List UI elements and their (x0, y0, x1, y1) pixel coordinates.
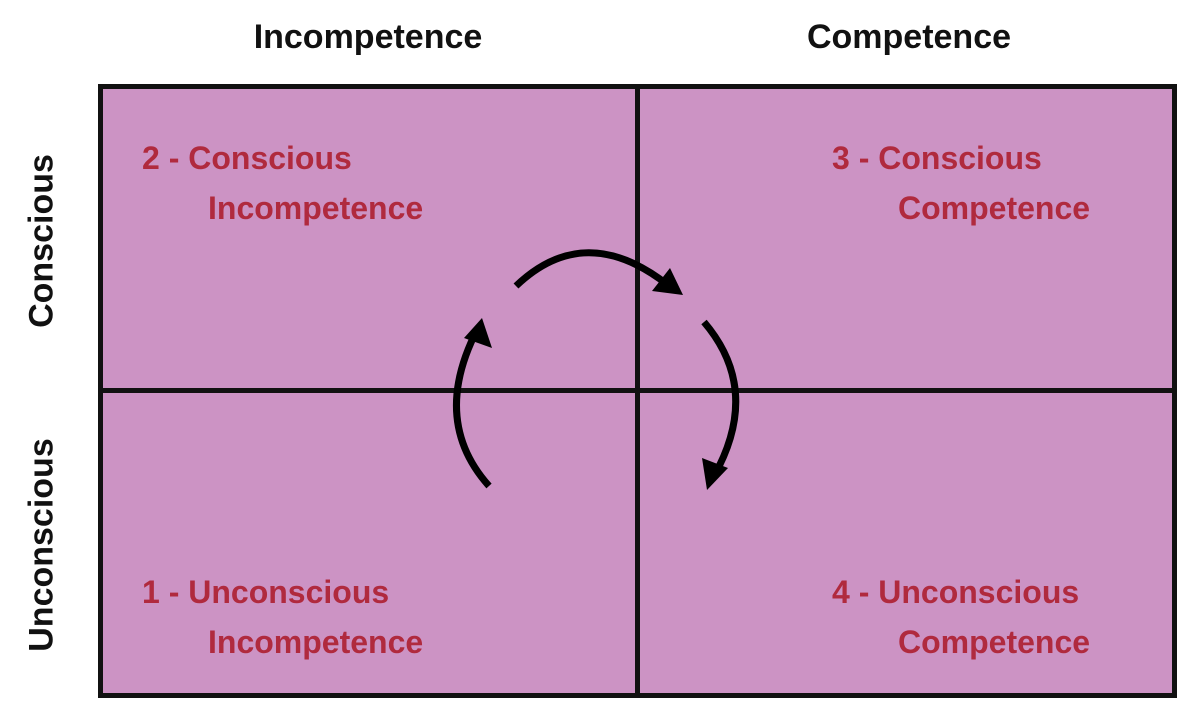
quadrant-1-label: 1 - Unconscious Incompetence (142, 567, 423, 667)
column-header-incompetence: Incompetence (253, 18, 483, 56)
horizontal-divider (98, 388, 1177, 393)
quadrant-1-line1: 1 - Unconscious (142, 574, 390, 610)
quadrant-2-line2: Incompetence (208, 190, 424, 226)
quadrant-4-line1: 4 - Unconscious (832, 574, 1080, 610)
quadrant-3-line2: Competence (898, 190, 1091, 226)
quadrant-3-line1: 3 - Conscious (832, 140, 1042, 176)
row-header-conscious: Conscious (22, 154, 61, 328)
quadrant-1-line2: Incompetence (208, 624, 424, 660)
column-header-competence: Competence (806, 18, 1012, 56)
quadrant-2-line1: 2 - Conscious (142, 140, 352, 176)
quadrant-3-label: 3 - Conscious Competence (832, 133, 1090, 233)
row-header-unconscious: Unconscious (22, 438, 61, 652)
quadrant-2-label: 2 - Conscious Incompetence (142, 133, 423, 233)
quadrant-4-label: 4 - Unconscious Competence (832, 567, 1090, 667)
quadrant-4-line2: Competence (898, 624, 1091, 660)
